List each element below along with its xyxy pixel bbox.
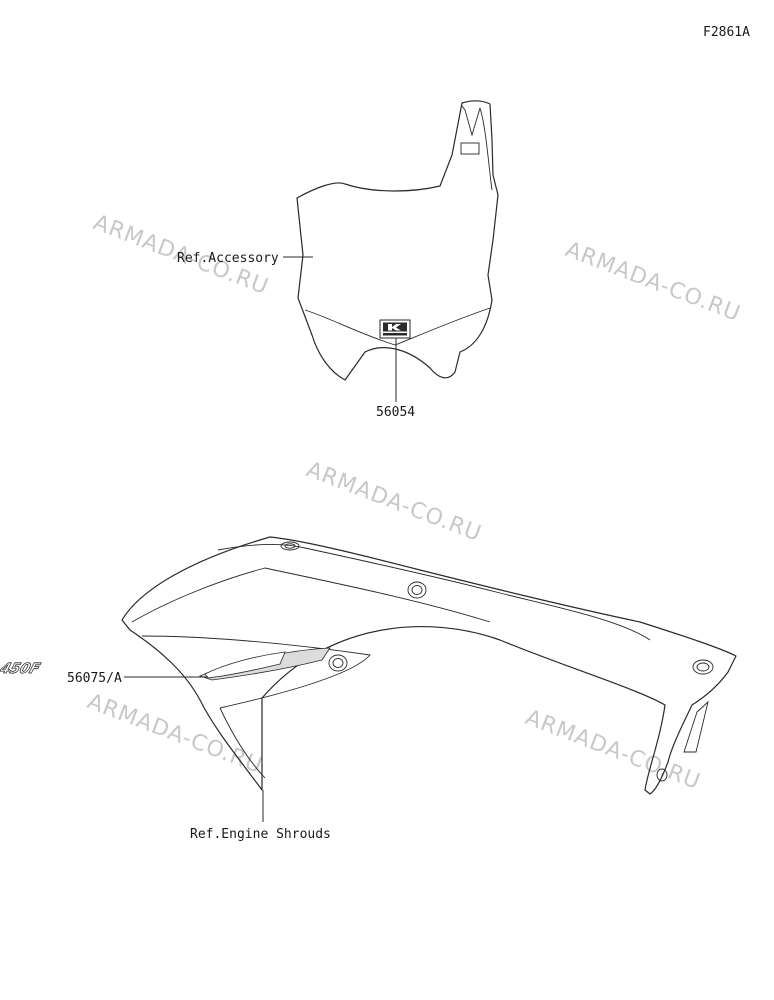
radiator-shroud: 450F — [0, 536, 737, 795]
kawasaki-logo-decal — [379, 319, 411, 339]
model-logo-text: 450F — [0, 661, 42, 677]
watermark-4: ARMADA-CO.RU — [84, 689, 266, 779]
watermark-3: ARMADA-CO.RU — [303, 457, 485, 547]
front-number-plate — [296, 100, 499, 381]
figure-code: F2861A — [703, 25, 750, 40]
callout-56075: 56075/A — [67, 671, 122, 686]
watermark-5: ARMADA-CO.RU — [522, 705, 704, 795]
watermarks: ARMADA-CO.RU ARMADA-CO.RU ARMADA-CO.RU A… — [84, 210, 744, 795]
callout-ref-accessory: Ref.Accessory — [177, 251, 279, 266]
callout-ref-engine-shrouds: Ref.Engine Shrouds — [190, 827, 331, 842]
watermark-2: ARMADA-CO.RU — [562, 237, 744, 327]
model-450f-decal: 450F — [0, 647, 331, 681]
callout-56054: 56054 — [376, 405, 415, 420]
